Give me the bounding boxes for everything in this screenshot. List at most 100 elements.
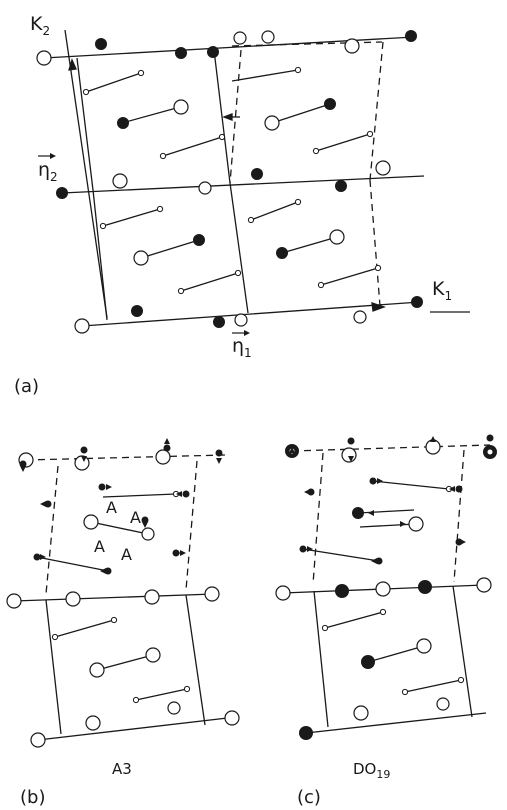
displacement-arrow — [289, 447, 295, 453]
caption-a: (a) — [14, 376, 39, 397]
site-label-a: A — [106, 498, 117, 517]
displacement-arrow — [81, 456, 87, 462]
atom-small — [234, 269, 242, 277]
atom-filled-small — [44, 500, 52, 508]
bond — [54, 619, 115, 638]
bond — [85, 72, 142, 93]
atom-open — [141, 527, 155, 541]
atom-open-inner — [486, 448, 494, 456]
atom-filled — [193, 234, 205, 246]
bond — [121, 106, 181, 124]
atom-small — [177, 287, 185, 295]
structure-label-a3: A3 — [112, 760, 132, 778]
c-plane-bottom — [305, 712, 487, 734]
atom-open — [344, 38, 360, 54]
k2-plane-line — [64, 29, 108, 319]
atom-filled-small — [98, 483, 106, 491]
displacement-arrow — [348, 456, 354, 462]
bond — [162, 136, 223, 157]
bond — [372, 480, 450, 490]
atom-open — [133, 250, 149, 266]
displacement-arrow — [142, 522, 148, 528]
atom-small — [137, 69, 145, 77]
atom-open — [74, 318, 90, 334]
atom-open — [261, 30, 275, 44]
atom-open — [155, 449, 171, 465]
panel-c — [275, 434, 497, 740]
bond — [90, 521, 149, 535]
atom-small — [366, 130, 374, 138]
b-plane-middle — [13, 593, 215, 602]
atom-open — [173, 99, 189, 115]
caption-c: (c) — [297, 787, 321, 808]
atom-filled-small — [163, 444, 171, 452]
atom-open — [233, 31, 247, 45]
site-label-a: A — [94, 537, 105, 556]
atom-open — [83, 514, 99, 530]
atom-small — [51, 633, 59, 641]
bond — [367, 645, 425, 663]
twin-dashed-right-upper — [369, 41, 384, 181]
atom-small — [321, 624, 329, 632]
atom-filled — [117, 117, 129, 129]
atom-open — [144, 589, 160, 605]
b-site-labels: A A A A — [94, 498, 141, 564]
atom-open — [167, 701, 181, 715]
atom-filled-small — [104, 567, 112, 575]
site-label-a: A — [130, 508, 141, 527]
c-dashed-right — [453, 449, 465, 583]
atom-filled — [352, 507, 364, 519]
displacement-arrow — [307, 546, 313, 552]
atom-small — [312, 147, 320, 155]
atom-filled-small — [215, 449, 223, 457]
displacement-arrow — [216, 458, 222, 464]
atom-filled-small — [369, 477, 377, 485]
atom-small — [374, 264, 382, 272]
atom-open — [145, 647, 161, 663]
bond — [404, 679, 462, 693]
atom-open — [353, 705, 369, 721]
atom-open — [198, 181, 212, 195]
bond — [302, 548, 380, 562]
atom-open — [341, 447, 357, 463]
atom-open — [234, 313, 248, 327]
atom-open — [425, 439, 441, 455]
atom-filled — [251, 168, 263, 180]
bond — [102, 208, 161, 227]
c-dashed-top — [291, 444, 491, 452]
atom-open — [375, 160, 391, 176]
displacement-arrow — [371, 558, 377, 564]
atom-filled-small — [182, 490, 190, 498]
displacement-arrow — [400, 521, 406, 527]
atom-open — [416, 638, 432, 654]
bond — [140, 239, 200, 259]
cell-left-upper — [76, 57, 94, 191]
n1-arrowhead — [371, 302, 386, 312]
label-k1: K1 — [432, 278, 452, 303]
atom-open — [6, 593, 22, 609]
c-side-right — [452, 585, 473, 718]
atom-filled-small — [141, 516, 149, 524]
bond — [180, 272, 239, 292]
bond — [271, 103, 331, 124]
plane-bottom — [81, 301, 421, 327]
k2-arrowhead — [68, 58, 77, 71]
site-label-a: A — [121, 545, 132, 564]
atom-open — [264, 115, 280, 131]
b-dashed-right — [185, 460, 198, 591]
label-n2: η2 — [38, 159, 58, 184]
displacement-arrow — [40, 554, 46, 560]
atom-small — [110, 616, 118, 624]
atom-filled — [335, 584, 349, 598]
atom-open — [85, 715, 101, 731]
atom-small — [183, 685, 191, 693]
atom-small — [294, 66, 302, 74]
twin-dashed-right-lower — [369, 179, 381, 307]
bond — [250, 201, 299, 221]
atom-filled — [411, 296, 423, 308]
cell-left-lower — [92, 189, 108, 321]
bond — [135, 688, 188, 701]
atom-filled-small — [486, 434, 494, 442]
atom-open — [329, 229, 345, 245]
